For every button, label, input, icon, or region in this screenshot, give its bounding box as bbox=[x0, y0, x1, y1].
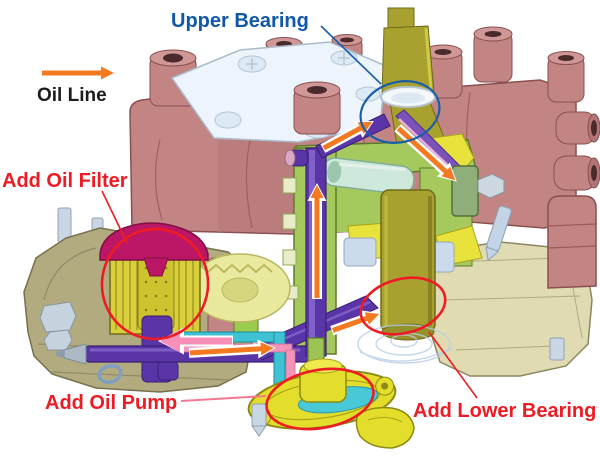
dowel-pin bbox=[485, 205, 512, 262]
case-stud bbox=[251, 403, 267, 427]
upper-bearing-circle bbox=[359, 80, 441, 144]
oil-filter-circle bbox=[100, 227, 210, 341]
side-boss bbox=[555, 111, 600, 145]
flow-arrow-suction-pipe-icon bbox=[188, 339, 276, 359]
add-lower-bearing-label: Add Lower Bearing bbox=[413, 400, 596, 422]
bolt-boss bbox=[547, 51, 585, 103]
oil-filter-leader bbox=[101, 190, 128, 244]
lower-bearing-leader bbox=[428, 331, 478, 399]
leader-lines bbox=[101, 25, 478, 402]
upper-bearing-leader bbox=[320, 25, 382, 85]
oil-pump-circle bbox=[265, 367, 375, 431]
flow-arrow-to-upper-bearing-icon bbox=[320, 120, 374, 153]
teal-sleeve bbox=[321, 157, 415, 195]
oil-pump-leader bbox=[180, 395, 267, 402]
oil-line-legend: Oil Line bbox=[37, 63, 116, 106]
section-ribs bbox=[282, 177, 299, 300]
case-stud bbox=[549, 337, 565, 361]
lower-bearing-circle bbox=[359, 276, 447, 336]
filter-cap bbox=[99, 222, 209, 261]
flow-arrows bbox=[158, 120, 457, 359]
labels: Upper Bearing Add Oil Filter Add Oil Pum… bbox=[2, 10, 596, 422]
hex-bolt bbox=[477, 173, 505, 199]
oil-line-legend-label: Oil Line bbox=[37, 85, 107, 106]
top-cover-plate bbox=[170, 41, 387, 143]
add-oil-filter-label: Add Oil Filter bbox=[2, 170, 128, 192]
oil-line-legend-arrow-icon bbox=[41, 63, 116, 83]
ghost-disc bbox=[357, 324, 453, 364]
flow-arrow-down-feed-channel-icon bbox=[394, 123, 457, 182]
bolt-boss bbox=[473, 26, 513, 83]
oil-pump bbox=[247, 337, 415, 449]
flow-arrow-up-main-gallery-icon bbox=[307, 183, 327, 299]
hex-bolt bbox=[39, 301, 77, 333]
bolt-boss bbox=[293, 81, 341, 135]
snap-ring bbox=[97, 364, 123, 384]
output-cylinder bbox=[380, 189, 436, 341]
side-boss bbox=[553, 155, 600, 191]
annotation-ellipses bbox=[100, 80, 447, 431]
add-oil-pump-label: Add Oil Pump bbox=[45, 392, 177, 414]
upper-bearing-label: Upper Bearing bbox=[171, 10, 309, 32]
